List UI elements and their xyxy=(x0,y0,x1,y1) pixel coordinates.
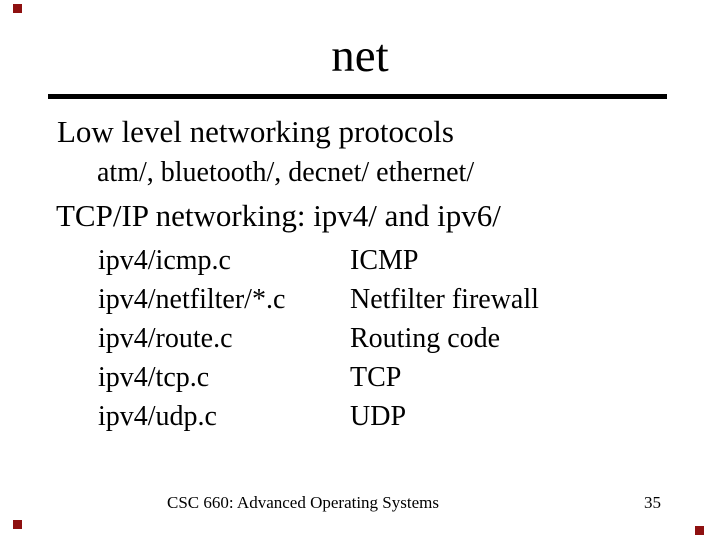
file-row: ipv4/icmp.c ICMP xyxy=(98,241,539,280)
slide-title: net xyxy=(331,30,389,82)
corner-marker-top-left-icon xyxy=(13,4,22,13)
file-row: ipv4/netfilter/*.c Netfilter firewall xyxy=(98,280,539,319)
bullet-tcpip-networking: TCP/IP networking: ipv4/ and ipv6/ xyxy=(56,198,501,233)
file-name: ipv4/netfilter/*.c xyxy=(98,284,286,315)
file-row: ipv4/route.c Routing code xyxy=(98,319,539,358)
title-rule xyxy=(48,94,667,99)
file-row: ipv4/udp.c UDP xyxy=(98,397,539,436)
page-number: 35 xyxy=(644,493,661,512)
bullet-lowlevel-directories: atm/, bluetooth/, decnet/ ethernet/ xyxy=(97,157,475,188)
bullet-low-level-protocols: Low level networking protocols xyxy=(57,114,454,149)
file-description: Netfilter firewall xyxy=(350,284,539,315)
corner-marker-bottom-right-icon xyxy=(695,526,704,535)
file-list: ipv4/icmp.c ICMP ipv4/netfilter/*.c Netfil… xyxy=(98,241,539,436)
file-name: ipv4/udp.c xyxy=(98,401,217,432)
file-description: Routing code xyxy=(350,323,501,354)
file-name: ipv4/tcp.c xyxy=(98,362,210,393)
file-row: ipv4/tcp.c TCP xyxy=(98,358,539,397)
file-name: ipv4/route.c xyxy=(98,323,233,354)
file-description: ICMP xyxy=(350,245,419,276)
footer-course: CSC 660: Advanced Operating Systems xyxy=(167,493,439,512)
file-description: UDP xyxy=(350,401,407,432)
file-name: ipv4/icmp.c xyxy=(98,245,231,276)
corner-marker-bottom-left-icon xyxy=(13,520,22,529)
file-description: TCP xyxy=(350,362,402,393)
